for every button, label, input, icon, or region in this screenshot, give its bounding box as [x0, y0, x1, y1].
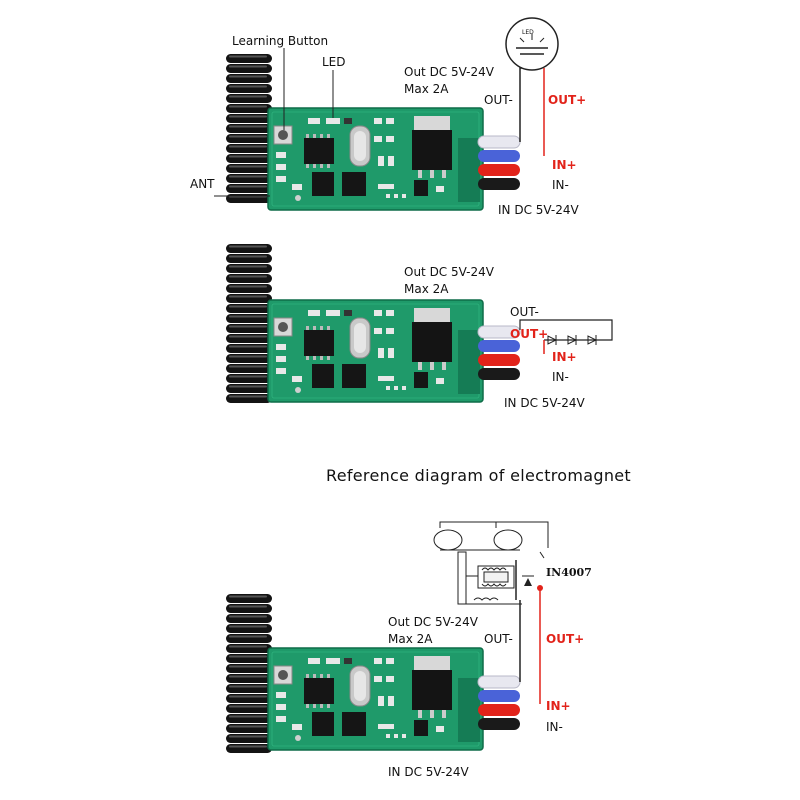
electromagnet-symbol: [433, 521, 549, 605]
diode-label: IN4007: [546, 566, 592, 579]
pcb-board-3: [267, 647, 484, 751]
out-plus-label-2: OUT+: [510, 327, 548, 341]
antenna-coil-2: [226, 244, 272, 403]
led-label: LED: [322, 55, 346, 69]
out-minus-label-2: OUT-: [510, 305, 539, 319]
input-spec-2: IN DC 5V-24V: [504, 396, 586, 410]
in-minus-label-1: IN-: [552, 178, 569, 192]
output-spec-line1-2: Out DC 5V-24V: [404, 265, 495, 279]
out-minus-label-1: OUT-: [484, 93, 513, 107]
learning-button-label: Learning Button: [232, 34, 328, 48]
wire-bundle-1: [477, 135, 521, 191]
lamp-symbol: LED: [505, 17, 559, 71]
module-diagram-1: Learning Button LED Out DC 5V-24V Max 2A…: [190, 17, 586, 217]
output-spec-line2-3: Max 2A: [388, 632, 433, 646]
in-plus-label-2: IN+: [552, 350, 577, 364]
output-spec-line2-2: Max 2A: [404, 282, 449, 296]
module-diagram-3: IN4007 Out DC 5V-24V Max 2A OUT- OUT+ IN…: [226, 521, 592, 779]
input-spec-1: IN DC 5V-24V: [498, 203, 580, 217]
antenna-coil-3: [226, 594, 272, 753]
led-string-symbol: [519, 319, 613, 345]
in-minus-label-3: IN-: [546, 720, 563, 734]
out-minus-label-3: OUT-: [484, 632, 513, 646]
output-spec-line1-3: Out DC 5V-24V: [388, 615, 479, 629]
input-spec-3: IN DC 5V-24V: [388, 765, 470, 779]
lamp-label: LED: [522, 29, 534, 36]
wire-bundle-3: [477, 675, 521, 731]
output-spec-line2: Max 2A: [404, 82, 449, 96]
in-minus-label-2: IN-: [552, 370, 569, 384]
pcb-board-1: [267, 107, 484, 211]
section-title: Reference diagram of electromagnet: [326, 466, 631, 485]
antenna-label: ANT: [190, 177, 215, 191]
out-plus-label-1: OUT+: [548, 93, 586, 107]
antenna-coil-1: [226, 54, 272, 203]
module-diagram-2: Out DC 5V-24V Max 2A OUT- OUT+ IN+ IN- I…: [226, 244, 613, 410]
in-plus-label-3: IN+: [546, 699, 571, 713]
pcb-board-2: [267, 299, 484, 403]
output-spec-line1: Out DC 5V-24V: [404, 65, 495, 79]
out-plus-label-3: OUT+: [546, 632, 584, 646]
in-plus-label-1: IN+: [552, 158, 577, 172]
